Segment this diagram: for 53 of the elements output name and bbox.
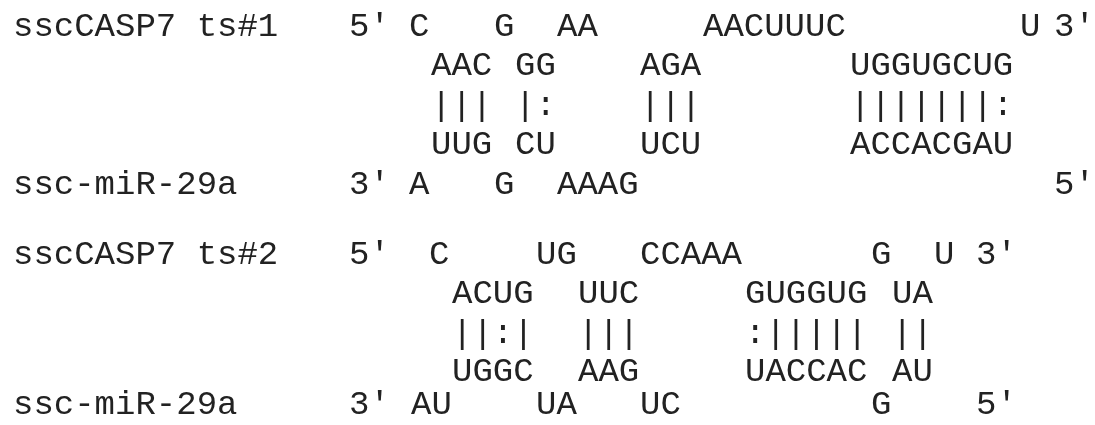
nucleotide-sequence: AU xyxy=(892,352,933,392)
nucleotide-sequence: G xyxy=(494,165,515,205)
base-pair-marks: ||| xyxy=(578,314,640,354)
base-pair-marks: ||| xyxy=(431,86,493,126)
strand-end-label: 3' xyxy=(1054,7,1095,47)
nucleotide-sequence: AAC xyxy=(431,46,493,86)
nucleotide-sequence: AGA xyxy=(640,46,702,86)
nucleotide-sequence: UGGUGCUG xyxy=(850,46,1014,86)
base-pair-marks: ||:| xyxy=(452,314,534,354)
strand-end-label: 5' xyxy=(976,385,1017,425)
nucleotide-sequence: AAG xyxy=(578,352,640,392)
nucleotide-sequence: GG xyxy=(515,46,556,86)
nucleotide-sequence: AACUUUC xyxy=(703,7,846,47)
base-pair-marks: |||||||: xyxy=(850,86,1014,126)
strand-end-label: 5' xyxy=(349,235,390,275)
strand-end-label: 3' xyxy=(349,165,390,205)
nucleotide-sequence: ACUG xyxy=(452,274,534,314)
nucleotide-sequence: AAAG xyxy=(557,165,639,205)
strand-end-label: 3' xyxy=(349,385,390,425)
strand-end-label: 5' xyxy=(349,7,390,47)
nucleotide-sequence: G xyxy=(494,7,515,47)
nucleotide-sequence: UGGC xyxy=(452,352,534,392)
nucleotide-sequence: UUG xyxy=(431,125,493,165)
nucleotide-sequence: CCAAA xyxy=(640,235,743,275)
sequence-name: sscCASP7 ts#2 xyxy=(13,235,279,275)
nucleotide-sequence: G xyxy=(871,235,892,275)
strand-end-label: 3' xyxy=(976,235,1017,275)
nucleotide-sequence: C xyxy=(409,7,430,47)
nucleotide-sequence: U xyxy=(934,235,955,275)
nucleotide-sequence: G xyxy=(871,385,892,425)
nucleotide-sequence: C xyxy=(429,235,450,275)
nucleotide-sequence: UACCAC xyxy=(745,352,868,392)
nucleotide-sequence: UCU xyxy=(640,125,702,165)
nucleotide-sequence: UG xyxy=(536,235,577,275)
nucleotide-sequence: CU xyxy=(515,125,556,165)
nucleotide-sequence: UUC xyxy=(578,274,640,314)
sequence-name: sscCASP7 ts#1 xyxy=(13,7,279,47)
nucleotide-sequence: UC xyxy=(640,385,681,425)
sequence-name: ssc-miR-29a xyxy=(13,385,238,425)
nucleotide-sequence: AU xyxy=(411,385,452,425)
nucleotide-sequence: A xyxy=(409,165,430,205)
strand-end-label: 5' xyxy=(1054,165,1095,205)
nucleotide-sequence: GUGGUG xyxy=(745,274,868,314)
base-pair-marks: :||||| xyxy=(745,314,868,354)
nucleotide-sequence: UA xyxy=(892,274,933,314)
nucleotide-sequence: AA xyxy=(557,7,598,47)
base-pair-marks: ||| xyxy=(640,86,702,126)
sequence-name: ssc-miR-29a xyxy=(13,165,238,205)
nucleotide-sequence: UA xyxy=(536,385,577,425)
nucleotide-sequence: U xyxy=(1020,7,1041,47)
base-pair-marks: |: xyxy=(515,86,556,126)
nucleotide-sequence: ACCACGAU xyxy=(850,125,1014,165)
base-pair-marks: || xyxy=(892,314,933,354)
